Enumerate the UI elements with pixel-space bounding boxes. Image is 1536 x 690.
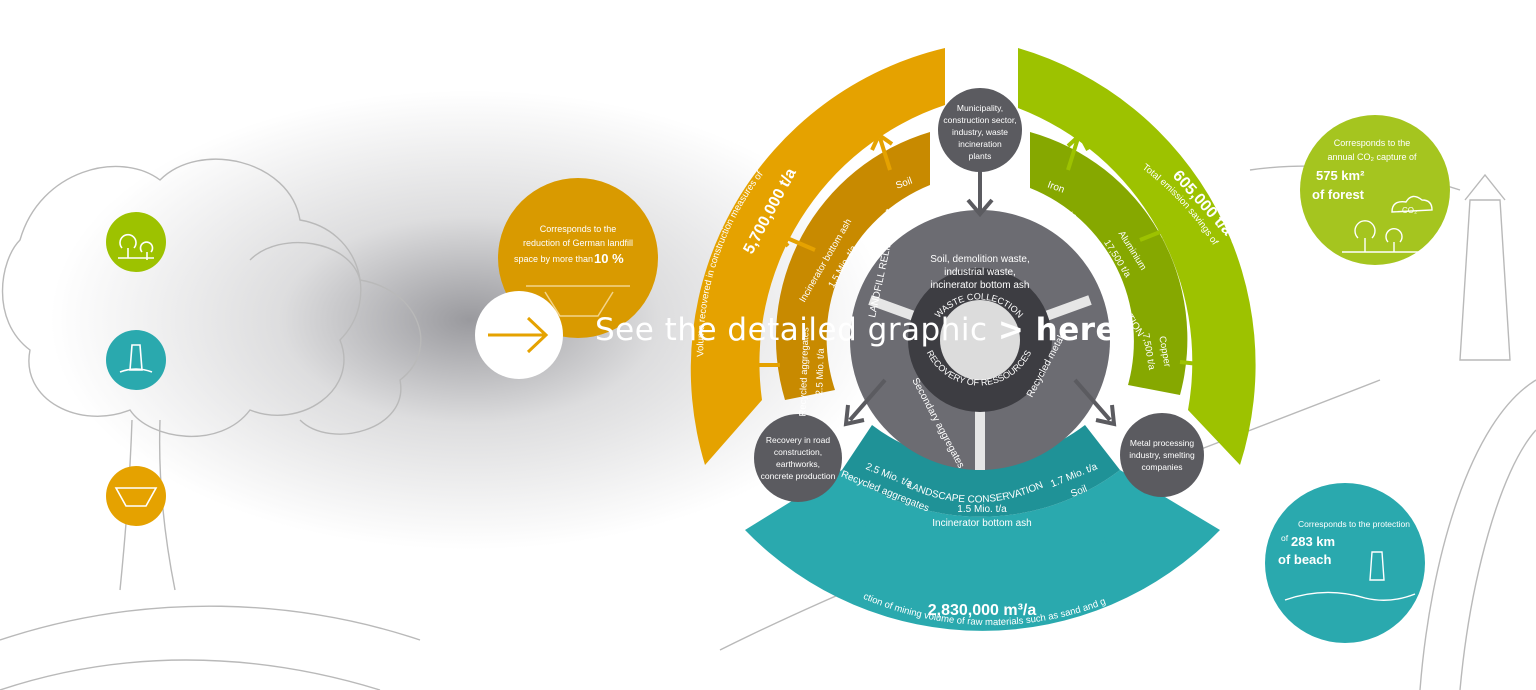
road-text-1: Recovery in road: [766, 435, 831, 445]
center-hole: [940, 300, 1020, 380]
metal-text-3: companies: [1141, 462, 1182, 472]
flow-arrows: [738, 131, 1224, 584]
landscape-ash-value: 1.5 Mio. t/a: [957, 504, 1007, 515]
callout-beach-of: of: [1281, 533, 1289, 543]
climate-middle-arc: [1030, 132, 1188, 395]
sources-text-1: Municipality,: [957, 103, 1003, 113]
callout-landfill-1: Corresponds to the: [540, 224, 617, 234]
callout-forest-value2: of forest: [1312, 187, 1365, 202]
landfill-icon: [106, 466, 166, 526]
center-top-1: Soil, demolition waste,: [930, 254, 1030, 265]
sources-text-5: plants: [969, 151, 992, 161]
landfill-outer-arc: [690, 48, 945, 465]
landfill-soil: Soil: [894, 176, 913, 192]
landscape-ash: Incinerator bottom ash: [932, 518, 1032, 529]
sources-text-3: industry, waste: [952, 127, 1008, 137]
callout-forest-value1: 575 km²: [1316, 168, 1365, 183]
callout-forest-2: annual CO₂ capture of: [1327, 152, 1417, 162]
road-bubble: [754, 414, 842, 502]
callout-forest-badge: CO₂: [1402, 206, 1417, 215]
callout-landfill-3: space by more than: [514, 254, 593, 264]
callout-landfill-2: reduction of German landfill: [523, 238, 633, 248]
cta-text: See the detailed graphic: [595, 312, 988, 348]
landfill-agg-value: 2.5 Mio. t/a: [814, 348, 827, 396]
landfill-agg: Recycled aggregates: [797, 327, 811, 417]
landscape-outer-value: 2,830,000 m³/a: [928, 602, 1037, 619]
sources-text-2: construction sector,: [943, 115, 1016, 125]
road-text-2: construction,: [774, 447, 822, 457]
callout-beach-value2: of beach: [1278, 552, 1332, 567]
metal-bubble: [1120, 413, 1204, 497]
road-text-4: concrete production: [761, 471, 836, 481]
metal-text-1: Metal processing: [1130, 438, 1195, 448]
center-top-2: industrial waste,: [944, 267, 1016, 278]
climate-cu: Copper: [1156, 335, 1172, 368]
cta-here-link[interactable]: > here: [997, 312, 1118, 348]
landfill-middle-arc: [775, 132, 930, 400]
callout-beach-value1: 283 km: [1291, 534, 1335, 549]
sources-bubble: [938, 88, 1022, 172]
metal-text-2: industry, smelting: [1129, 450, 1195, 460]
arrow-right-icon: [488, 316, 549, 354]
sources-text-4: incineration: [958, 139, 1002, 149]
road-text-3: earthworks,: [776, 459, 820, 469]
lighthouse-icon: [106, 330, 166, 390]
detailed-graphic-link[interactable]: See the detailed graphic > here: [595, 312, 1117, 348]
climate-outer-arc: [1018, 48, 1256, 465]
callout-forest: [1300, 115, 1450, 265]
callout-beach-1: Corresponds to the protection: [1298, 519, 1410, 529]
callout-beach: [1265, 483, 1425, 643]
callout-forest-1: Corresponds to the: [1334, 138, 1411, 148]
callout-landfill-value: 10 %: [594, 251, 624, 266]
tree-icon-circles: [106, 212, 166, 526]
center-top-3: incinerator bottom ash: [931, 280, 1030, 291]
